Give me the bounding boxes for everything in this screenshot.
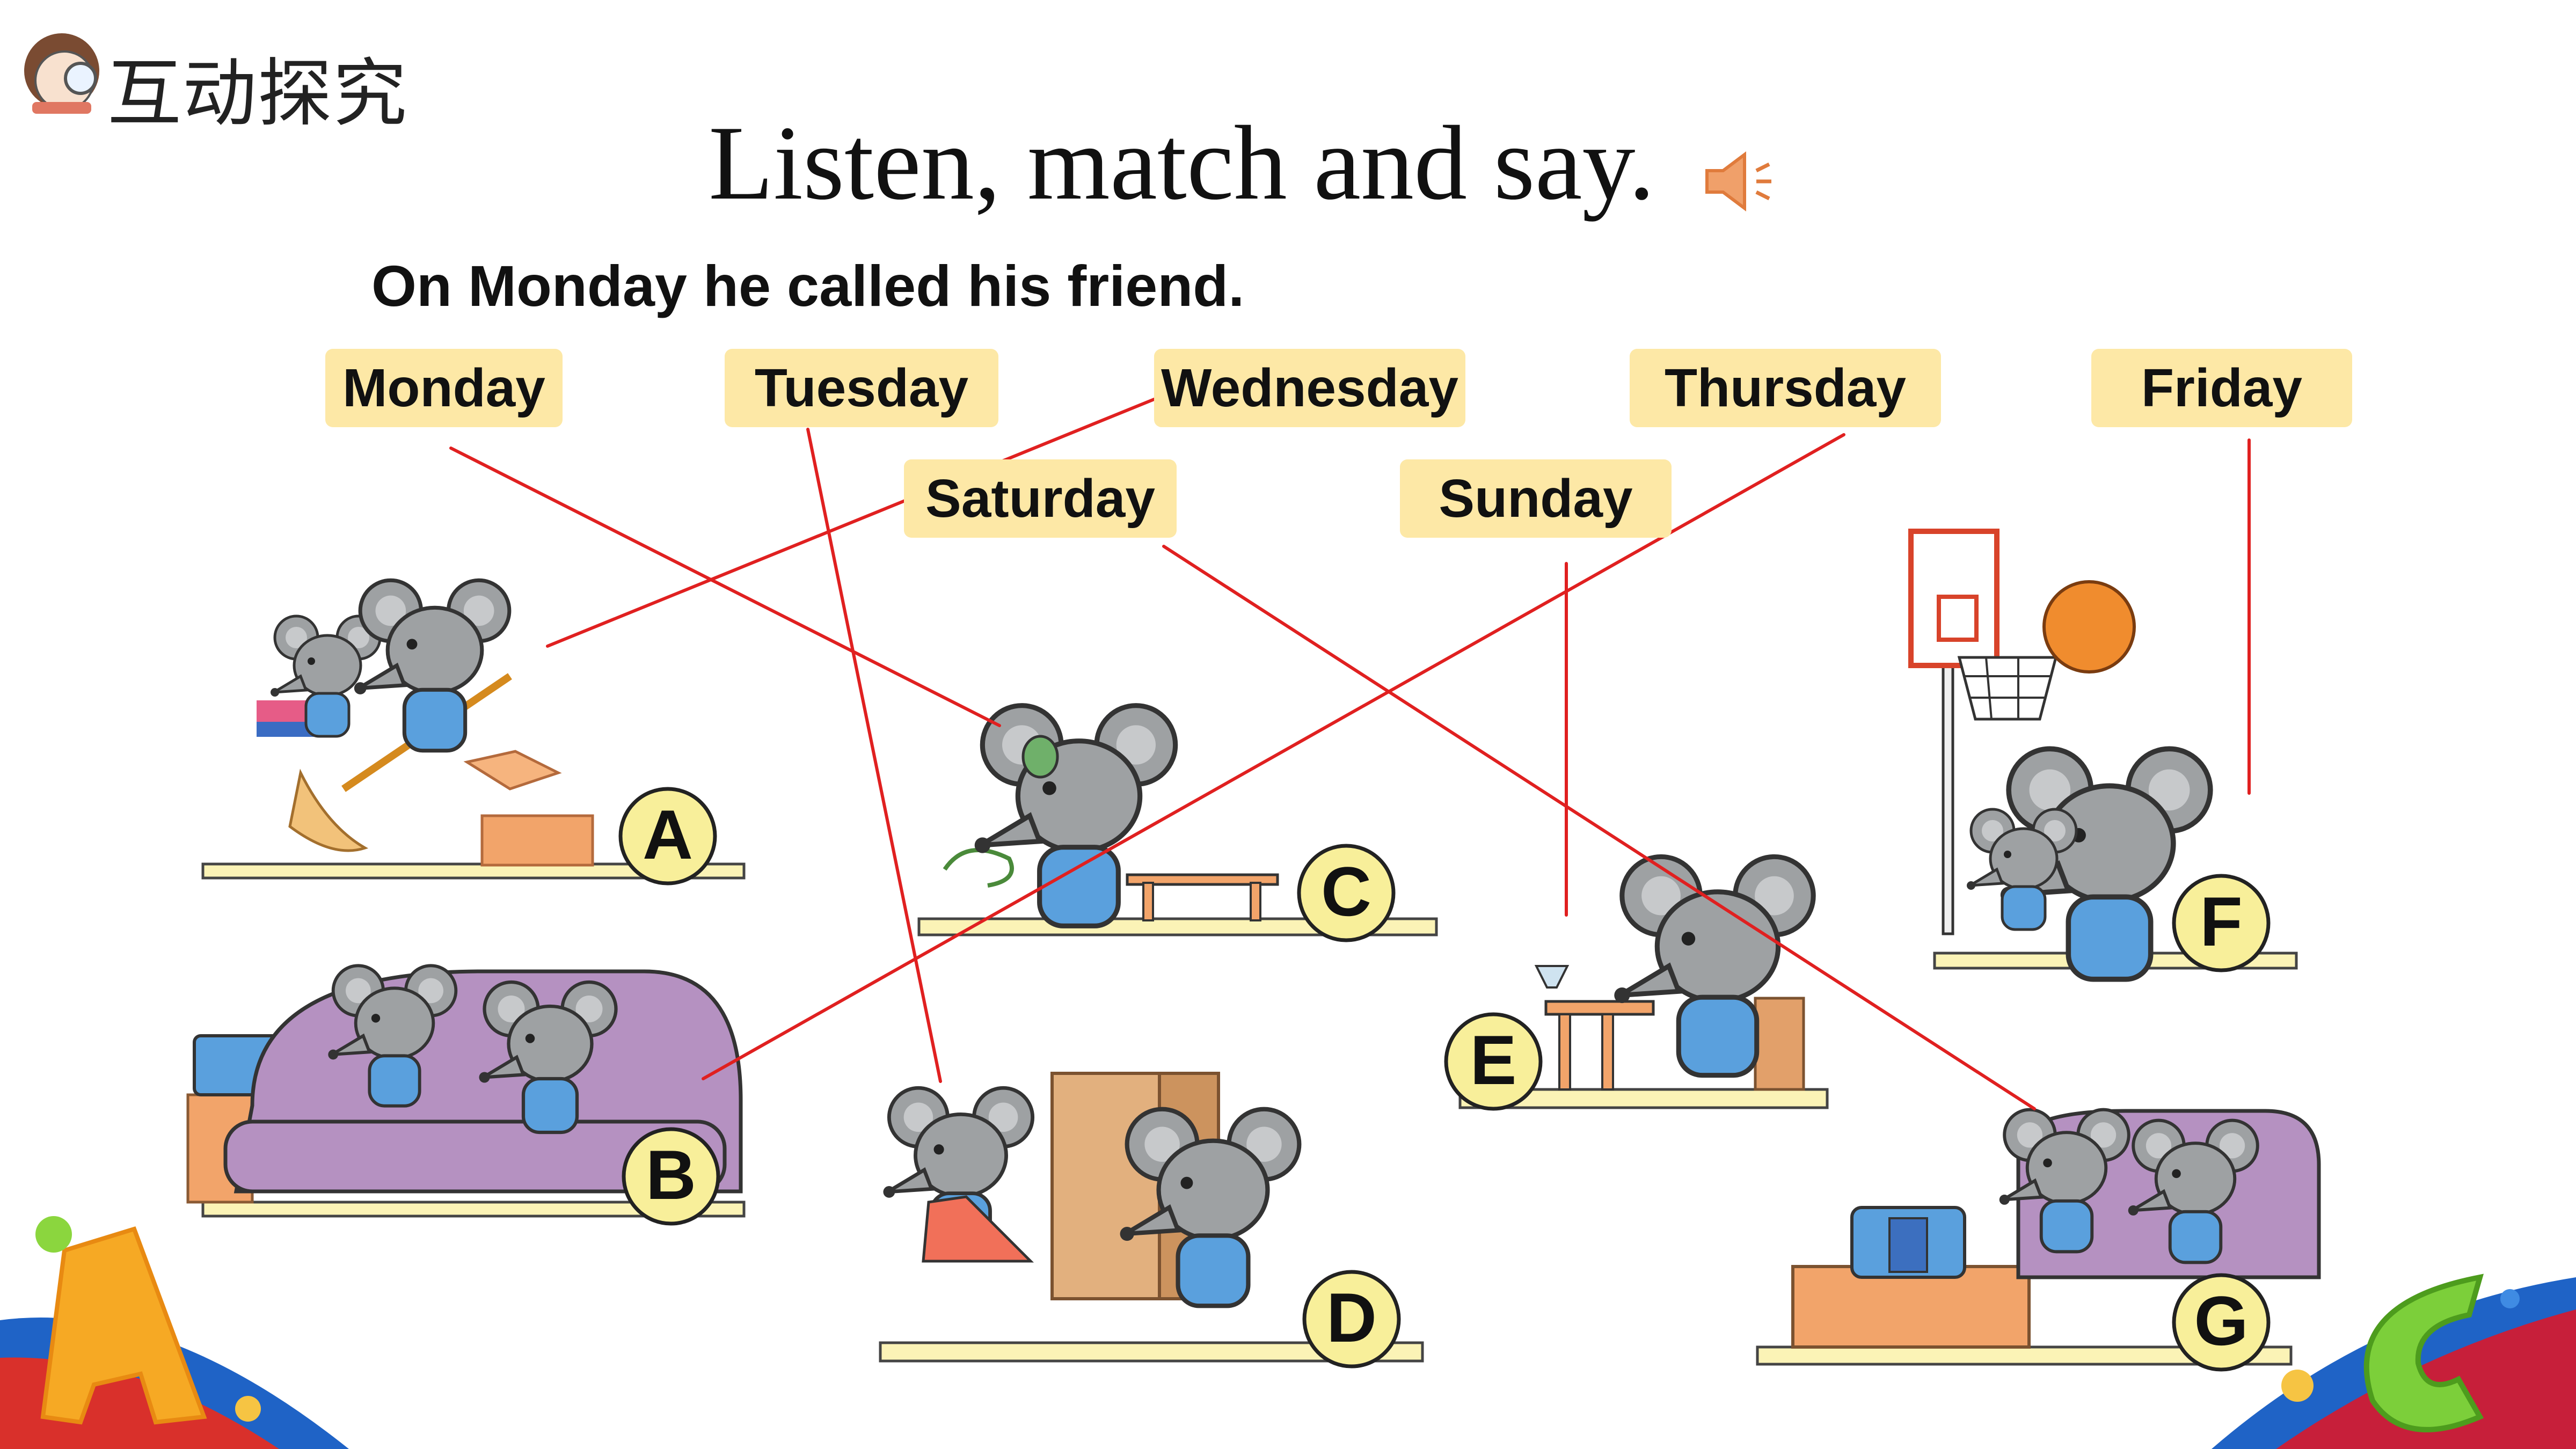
letter-badge-label: G (2194, 1282, 2248, 1360)
section-title: 互动探究 (107, 50, 408, 137)
letter-badge-label: B (646, 1136, 696, 1214)
letter-badge-a: A (618, 787, 717, 885)
letter-badge-label: F (2200, 882, 2242, 961)
letter-badge-label: D (1326, 1278, 1377, 1357)
day-label-monday[interactable]: Monday (325, 349, 563, 427)
letter-badges: A B C D E F G (618, 787, 2271, 1372)
day-label-friday[interactable]: Friday (2091, 349, 2352, 427)
letter-badge-label: C (1321, 852, 1371, 931)
speaker-icon[interactable] (1705, 151, 1771, 211)
letter-badge-e: E (1444, 1012, 1543, 1111)
letter-badge-label: E (1470, 1021, 1517, 1099)
letter-badge-f: F (2172, 874, 2271, 972)
decor-bottom-right (2212, 1274, 2576, 1449)
match-line-thursday-b (702, 433, 1845, 1080)
picture-B[interactable] (186, 965, 746, 1218)
letter-badge-g: G (2172, 1273, 2271, 1372)
match-line-monday-c (449, 447, 1001, 727)
letter-badge-d: D (1302, 1270, 1401, 1368)
day-label-tuesday[interactable]: Tuesday (725, 349, 998, 427)
page-title: Listen, match and say. (709, 104, 1655, 222)
mascot-magnifier-icon (24, 33, 99, 114)
day-label-saturday[interactable]: Saturday (904, 459, 1177, 538)
day-label-thursday[interactable]: Thursday (1630, 349, 1941, 427)
match-lines (449, 398, 2251, 1110)
decor-bottom-left (0, 1216, 349, 1449)
letter-badge-label: A (643, 795, 693, 874)
match-line-wednesday-a (546, 398, 1156, 648)
prompt-sentence: On Monday he called his friend. (371, 253, 1245, 318)
match-line-tuesday-d (806, 428, 942, 1083)
day-label-wednesday[interactable]: Wednesday (1154, 349, 1465, 427)
match-line-saturday-g (1162, 545, 2036, 1110)
day-label-sunday[interactable]: Sunday (1400, 459, 1672, 538)
letter-badge-b: B (622, 1127, 720, 1226)
letter-badge-c: C (1297, 844, 1396, 942)
